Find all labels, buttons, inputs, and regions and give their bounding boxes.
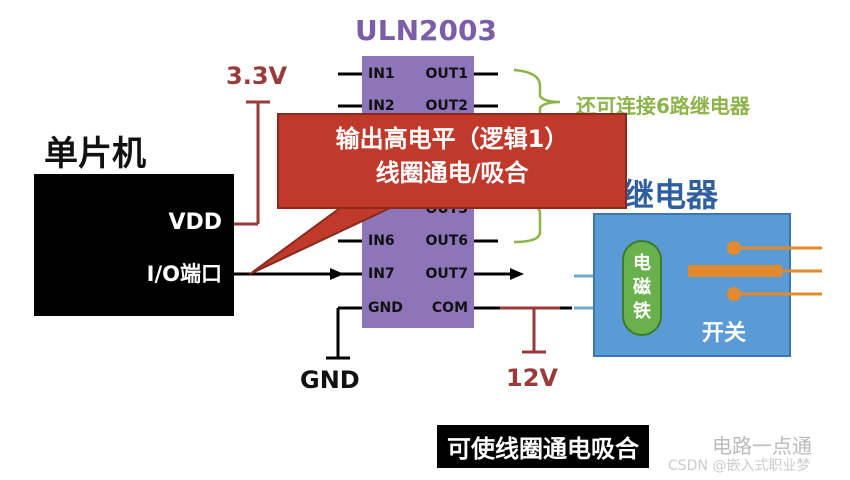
pin-out5: OUT5 <box>425 201 468 217</box>
background-channel-text: 电路一点通 <box>712 434 812 458</box>
switch-label: 开关 <box>702 321 747 346</box>
callout-line-1: 输出高电平（逻辑1） <box>335 125 569 153</box>
six-relay-note: 还可连接6路继电器 <box>576 94 750 118</box>
brace-top <box>513 68 561 126</box>
uln2003-chip: IN1 IN2 IN6 IN7 GND OUT1 OUT2 OUT5 OUT6 … <box>362 56 474 328</box>
pin-in1: IN1 <box>368 66 395 82</box>
relay-title: 继电器 <box>622 176 719 214</box>
pin-out1: OUT1 <box>425 66 468 82</box>
pin-out6: OUT6 <box>425 233 468 249</box>
out7-arrow <box>510 268 524 280</box>
pin-out7: OUT7 <box>425 266 468 282</box>
voltage-12v-label: 12V <box>506 364 558 392</box>
watermark: CSDN @嵌入式职业梦 <box>668 458 811 474</box>
mcu-label: 单片机 <box>44 134 146 174</box>
voltage-3v3-label: 3.3V <box>226 62 288 90</box>
io-port-label: I/O端口 <box>146 262 222 286</box>
subtitle-caption: 可使线圈通电吸合 <box>437 425 649 468</box>
coil-shape <box>622 240 662 336</box>
vdd-label: VDD <box>168 210 222 235</box>
coil-label: 电磁铁 <box>633 253 651 322</box>
pin-com: COM <box>431 300 468 316</box>
brace-bottom <box>513 198 542 244</box>
pin-gnd: GND <box>368 300 403 316</box>
pin-in6: IN6 <box>368 233 395 249</box>
pin-in7: IN7 <box>368 266 395 282</box>
ground-label: GND <box>300 366 360 394</box>
callout-line-2: 线圈通电/吸合 <box>375 159 529 187</box>
pin-out2: OUT2 <box>425 98 468 114</box>
chip-title: ULN2003 <box>355 14 497 47</box>
mcu-block: VDD I/O端口 <box>34 174 234 316</box>
callout-text: 输出高电平（逻辑1） 线圈通电/吸合 <box>282 122 622 190</box>
pin-in2: IN2 <box>368 98 395 114</box>
